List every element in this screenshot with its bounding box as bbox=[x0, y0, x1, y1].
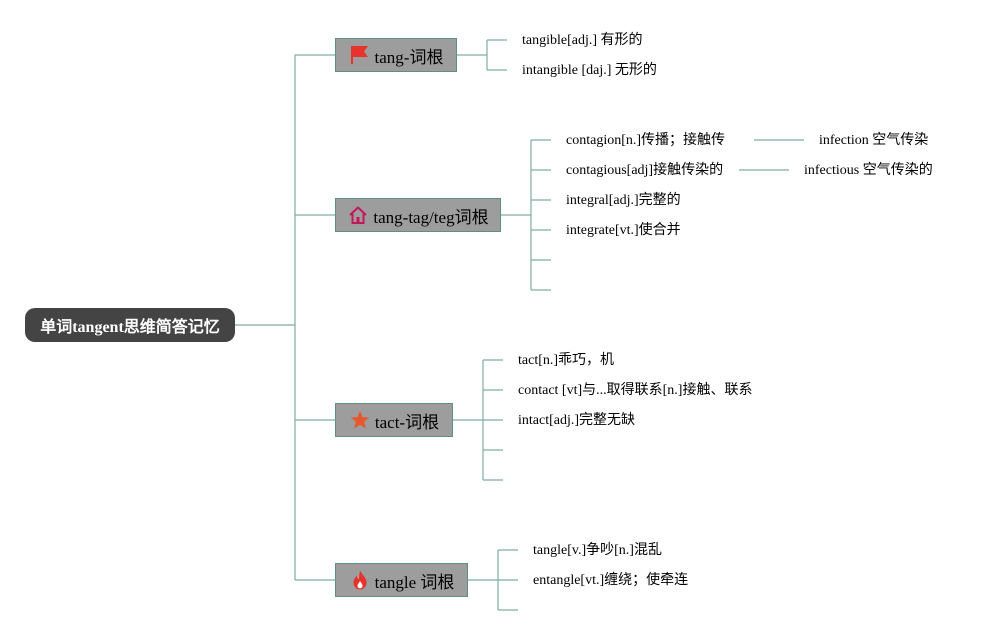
red-flag-icon bbox=[349, 44, 371, 66]
branch-node-tangle[interactable]: tangle 词根 bbox=[335, 563, 468, 597]
leaf-integral[interactable]: integral[adj.]完整的 bbox=[566, 193, 681, 208]
branch-label: tang-tag/teg词根 bbox=[373, 207, 489, 227]
branch-label: tact-词根 bbox=[374, 412, 440, 432]
leaf-intact[interactable]: intact[adj.]完整无缺 bbox=[518, 413, 636, 428]
leaf-tangle[interactable]: tangle[v.]争吵[n.]混乱 bbox=[533, 543, 662, 558]
branch-node-tang-tag-teg[interactable]: tang-tag/teg词根 bbox=[335, 198, 501, 232]
leaf-contagious[interactable]: contagious[adj]接触传染的 bbox=[566, 163, 724, 178]
leaf-tact[interactable]: tact[n.]乖巧，机 bbox=[518, 353, 615, 368]
leaf-contact[interactable]: contact [vt]与...取得联系[n.]接触、联系 bbox=[518, 383, 753, 398]
branch-label: tang-词根 bbox=[374, 47, 444, 67]
leaf-infectious[interactable]: infectious 空气传染的 bbox=[804, 163, 933, 178]
house-icon bbox=[347, 204, 369, 226]
root-label: 单词tangent思维简答记忆 bbox=[40, 319, 220, 336]
branch-node-tang[interactable]: tang-词根 bbox=[335, 38, 457, 72]
leaf-integrate[interactable]: integrate[vt.]使合并 bbox=[566, 223, 681, 238]
leaf-contagion[interactable]: contagion[n.]传播；接触传 bbox=[566, 133, 726, 148]
leaf-tangible[interactable]: tangible[adj.] 有形的 bbox=[522, 33, 643, 48]
leaf-intangible[interactable]: intangible [daj.] 无形的 bbox=[522, 63, 657, 78]
leaf-entangle[interactable]: entangle[vt.]缠绕；使牵连 bbox=[533, 573, 689, 588]
branch-label: tangle 词根 bbox=[374, 572, 455, 592]
root-node[interactable]: 单词tangent思维简答记忆 bbox=[25, 308, 235, 342]
star-icon bbox=[349, 409, 371, 431]
leaf-infection[interactable]: infection 空气传染 bbox=[819, 133, 929, 148]
branch-node-tact[interactable]: tact-词根 bbox=[335, 403, 453, 437]
fire-icon bbox=[349, 569, 371, 591]
